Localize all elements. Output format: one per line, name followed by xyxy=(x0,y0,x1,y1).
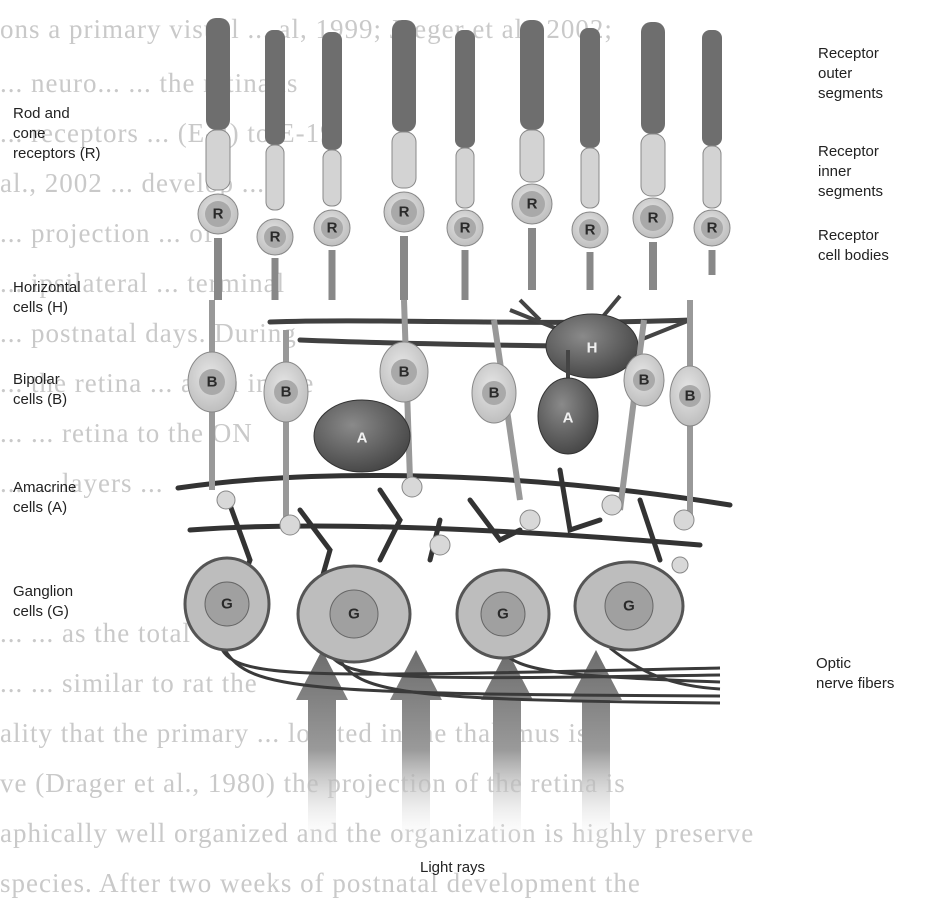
receptor-letter: R xyxy=(399,204,410,221)
amacrine-letter: A xyxy=(563,410,574,427)
label-horizontal-cells: Horizontal cells (H) xyxy=(13,278,81,318)
label-line: cone xyxy=(13,124,101,144)
ganglion-letter: G xyxy=(623,598,635,615)
bipolar-letter: B xyxy=(399,364,410,381)
label-ganglion-cells: Ganglion cells (G) xyxy=(13,582,73,622)
receptor-cell: R xyxy=(314,32,350,300)
label-line: Light rays xyxy=(420,858,485,878)
label-optic-nerve-fibers: Optic nerve fibers xyxy=(816,654,894,694)
bipolar-cell: B xyxy=(188,300,236,490)
label-line: segments xyxy=(818,84,883,104)
receptor-cell: R xyxy=(447,30,483,300)
label-line: Receptor xyxy=(818,226,889,246)
receptor-letter: R xyxy=(327,220,338,237)
label-bipolar-cells: Bipolar cells (B) xyxy=(13,370,67,410)
label-line: cell bodies xyxy=(818,246,889,266)
light-ray-arrow xyxy=(570,650,622,850)
label-line: Receptor xyxy=(818,142,883,162)
ganglion-cell: G xyxy=(575,562,683,650)
label-line: Optic xyxy=(816,654,894,674)
bipolar-letter: B xyxy=(207,374,218,391)
light-ray-arrow xyxy=(390,650,442,850)
label-line: outer xyxy=(818,64,883,84)
label-line: Bipolar xyxy=(13,370,67,390)
light-ray-arrow xyxy=(481,650,533,850)
bipolar-letter: B xyxy=(489,385,500,402)
receptor-cell: R xyxy=(694,30,730,275)
receptor-letter: R xyxy=(707,220,718,237)
ganglion-cell: G xyxy=(457,570,549,658)
receptor-cell: R xyxy=(257,30,293,300)
horizontal-letter: H xyxy=(587,340,598,357)
label-line: Ganglion xyxy=(13,582,73,602)
horizontal-cell: H xyxy=(510,296,690,378)
ganglion-letter: G xyxy=(497,606,509,623)
label-rod-cone-receptors: Rod and cone receptors (R) xyxy=(13,104,101,164)
receptor-letter: R xyxy=(213,206,224,223)
receptor-letter: R xyxy=(527,196,538,213)
light-ray-arrow xyxy=(296,650,348,850)
ganglion-letter: G xyxy=(221,596,233,613)
light-rays xyxy=(296,650,622,850)
label-line: inner xyxy=(818,162,883,182)
label-receptor-outer-segments: Receptor outer segments xyxy=(818,44,883,104)
receptor-cell: R xyxy=(572,28,608,290)
amacrine-cell: A xyxy=(314,400,410,472)
label-amacrine-cells: Amacrine cells (A) xyxy=(13,478,76,518)
label-line: cells (A) xyxy=(13,498,76,518)
label-line: Rod and xyxy=(13,104,101,124)
bipolar-cell: B xyxy=(670,300,710,520)
label-line: cells (H) xyxy=(13,298,81,318)
label-receptor-inner-segments: Receptor inner segments xyxy=(818,142,883,202)
label-line: receptors (R) xyxy=(13,144,101,164)
label-receptor-cell-bodies: Receptor cell bodies xyxy=(818,226,889,266)
label-line: segments xyxy=(818,182,883,202)
receptor-cell: R xyxy=(633,22,673,290)
label-line: Amacrine xyxy=(13,478,76,498)
amacrine-letter: A xyxy=(357,430,368,447)
ganglion-cell: G xyxy=(298,566,410,662)
receptor-cell: R xyxy=(512,20,552,290)
receptor-letter: R xyxy=(648,210,659,227)
ganglion-letter: G xyxy=(348,606,360,623)
ganglion-cell: G xyxy=(185,558,269,650)
bipolar-cell: B xyxy=(264,330,308,520)
receptor-letter: R xyxy=(270,229,281,246)
ganglion-layer: G G G G xyxy=(185,558,683,662)
bipolar-letter: B xyxy=(281,384,292,401)
receptor-letter: R xyxy=(585,222,596,239)
label-line: nerve fibers xyxy=(816,674,894,694)
label-line: cells (G) xyxy=(13,602,73,622)
receptor-layer: R R R R xyxy=(198,18,730,300)
label-line: cells (B) xyxy=(13,390,67,410)
bipolar-letter: B xyxy=(685,388,696,405)
bipolar-letter: B xyxy=(639,372,650,389)
amacrine-layer: A A xyxy=(314,350,598,472)
label-line: Receptor xyxy=(818,44,883,64)
receptor-letter: R xyxy=(460,220,471,237)
label-line: Horizontal xyxy=(13,278,81,298)
label-light-rays: Light rays xyxy=(420,858,485,878)
receptor-cell: R xyxy=(198,18,238,300)
receptor-cell: R xyxy=(384,20,424,300)
